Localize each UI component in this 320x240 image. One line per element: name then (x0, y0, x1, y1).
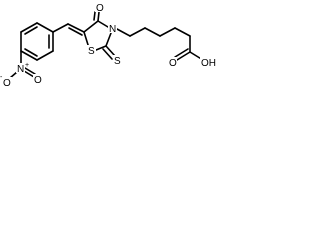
bond-n3-c4 (97, 20, 109, 28)
atom-nitro-o-minus: O (3, 78, 11, 89)
bond-ring-1 (36, 22, 54, 33)
bond-nitro-o-double (23, 70, 35, 78)
bond-acid-o (176, 51, 191, 61)
bond-ring-3 (36, 50, 54, 61)
atom-acid-oh: OH (201, 58, 216, 69)
bond-chain-2 (129, 27, 146, 37)
bond-c4-o-double (93, 11, 96, 21)
bond-c2-s (105, 45, 116, 57)
atom-thione-s: S (114, 56, 121, 67)
bond-c4-o (97, 11, 100, 22)
atom-carbonyl-o: O (96, 3, 104, 14)
atom-nitro-plus: + (25, 62, 29, 69)
bond-acid-o-double (174, 48, 189, 58)
atom-ring-s: S (88, 46, 95, 57)
bond-ring-inner-3 (24, 48, 38, 57)
atom-nitro-o-double: O (34, 75, 42, 86)
atom-ring-n: N (109, 24, 116, 35)
bond-aryl-vinyl (52, 23, 69, 33)
atom-nitro-minus: - (0, 74, 3, 81)
bond-c2-n3 (105, 32, 112, 47)
atom-nitro-n: N (17, 64, 24, 75)
bond-vinyl-c5-double (68, 27, 83, 36)
chemical-structure: N + O - O S S N O O OH (0, 2, 216, 89)
bond-ring-4 (20, 50, 38, 61)
bond-vinyl-c5 (67, 23, 85, 33)
bond-nitro-o-double-2 (24, 67, 36, 75)
bond-c4-c5 (83, 20, 99, 33)
bond-chain-3 (144, 27, 161, 37)
atom-labels: N + O - O S S N O O OH (0, 2, 216, 89)
atom-acid-o: O (169, 58, 177, 69)
bond-c2-s-double (102, 48, 113, 60)
bond-ring-inner-2 (24, 26, 38, 35)
bond-s1-c2 (95, 45, 107, 51)
bond-set (9, 11, 204, 79)
bond-chain-1 (116, 28, 131, 37)
bond-chain-5 (174, 27, 191, 37)
bond-chain-4 (159, 27, 176, 37)
bond-ring-6 (20, 22, 38, 33)
